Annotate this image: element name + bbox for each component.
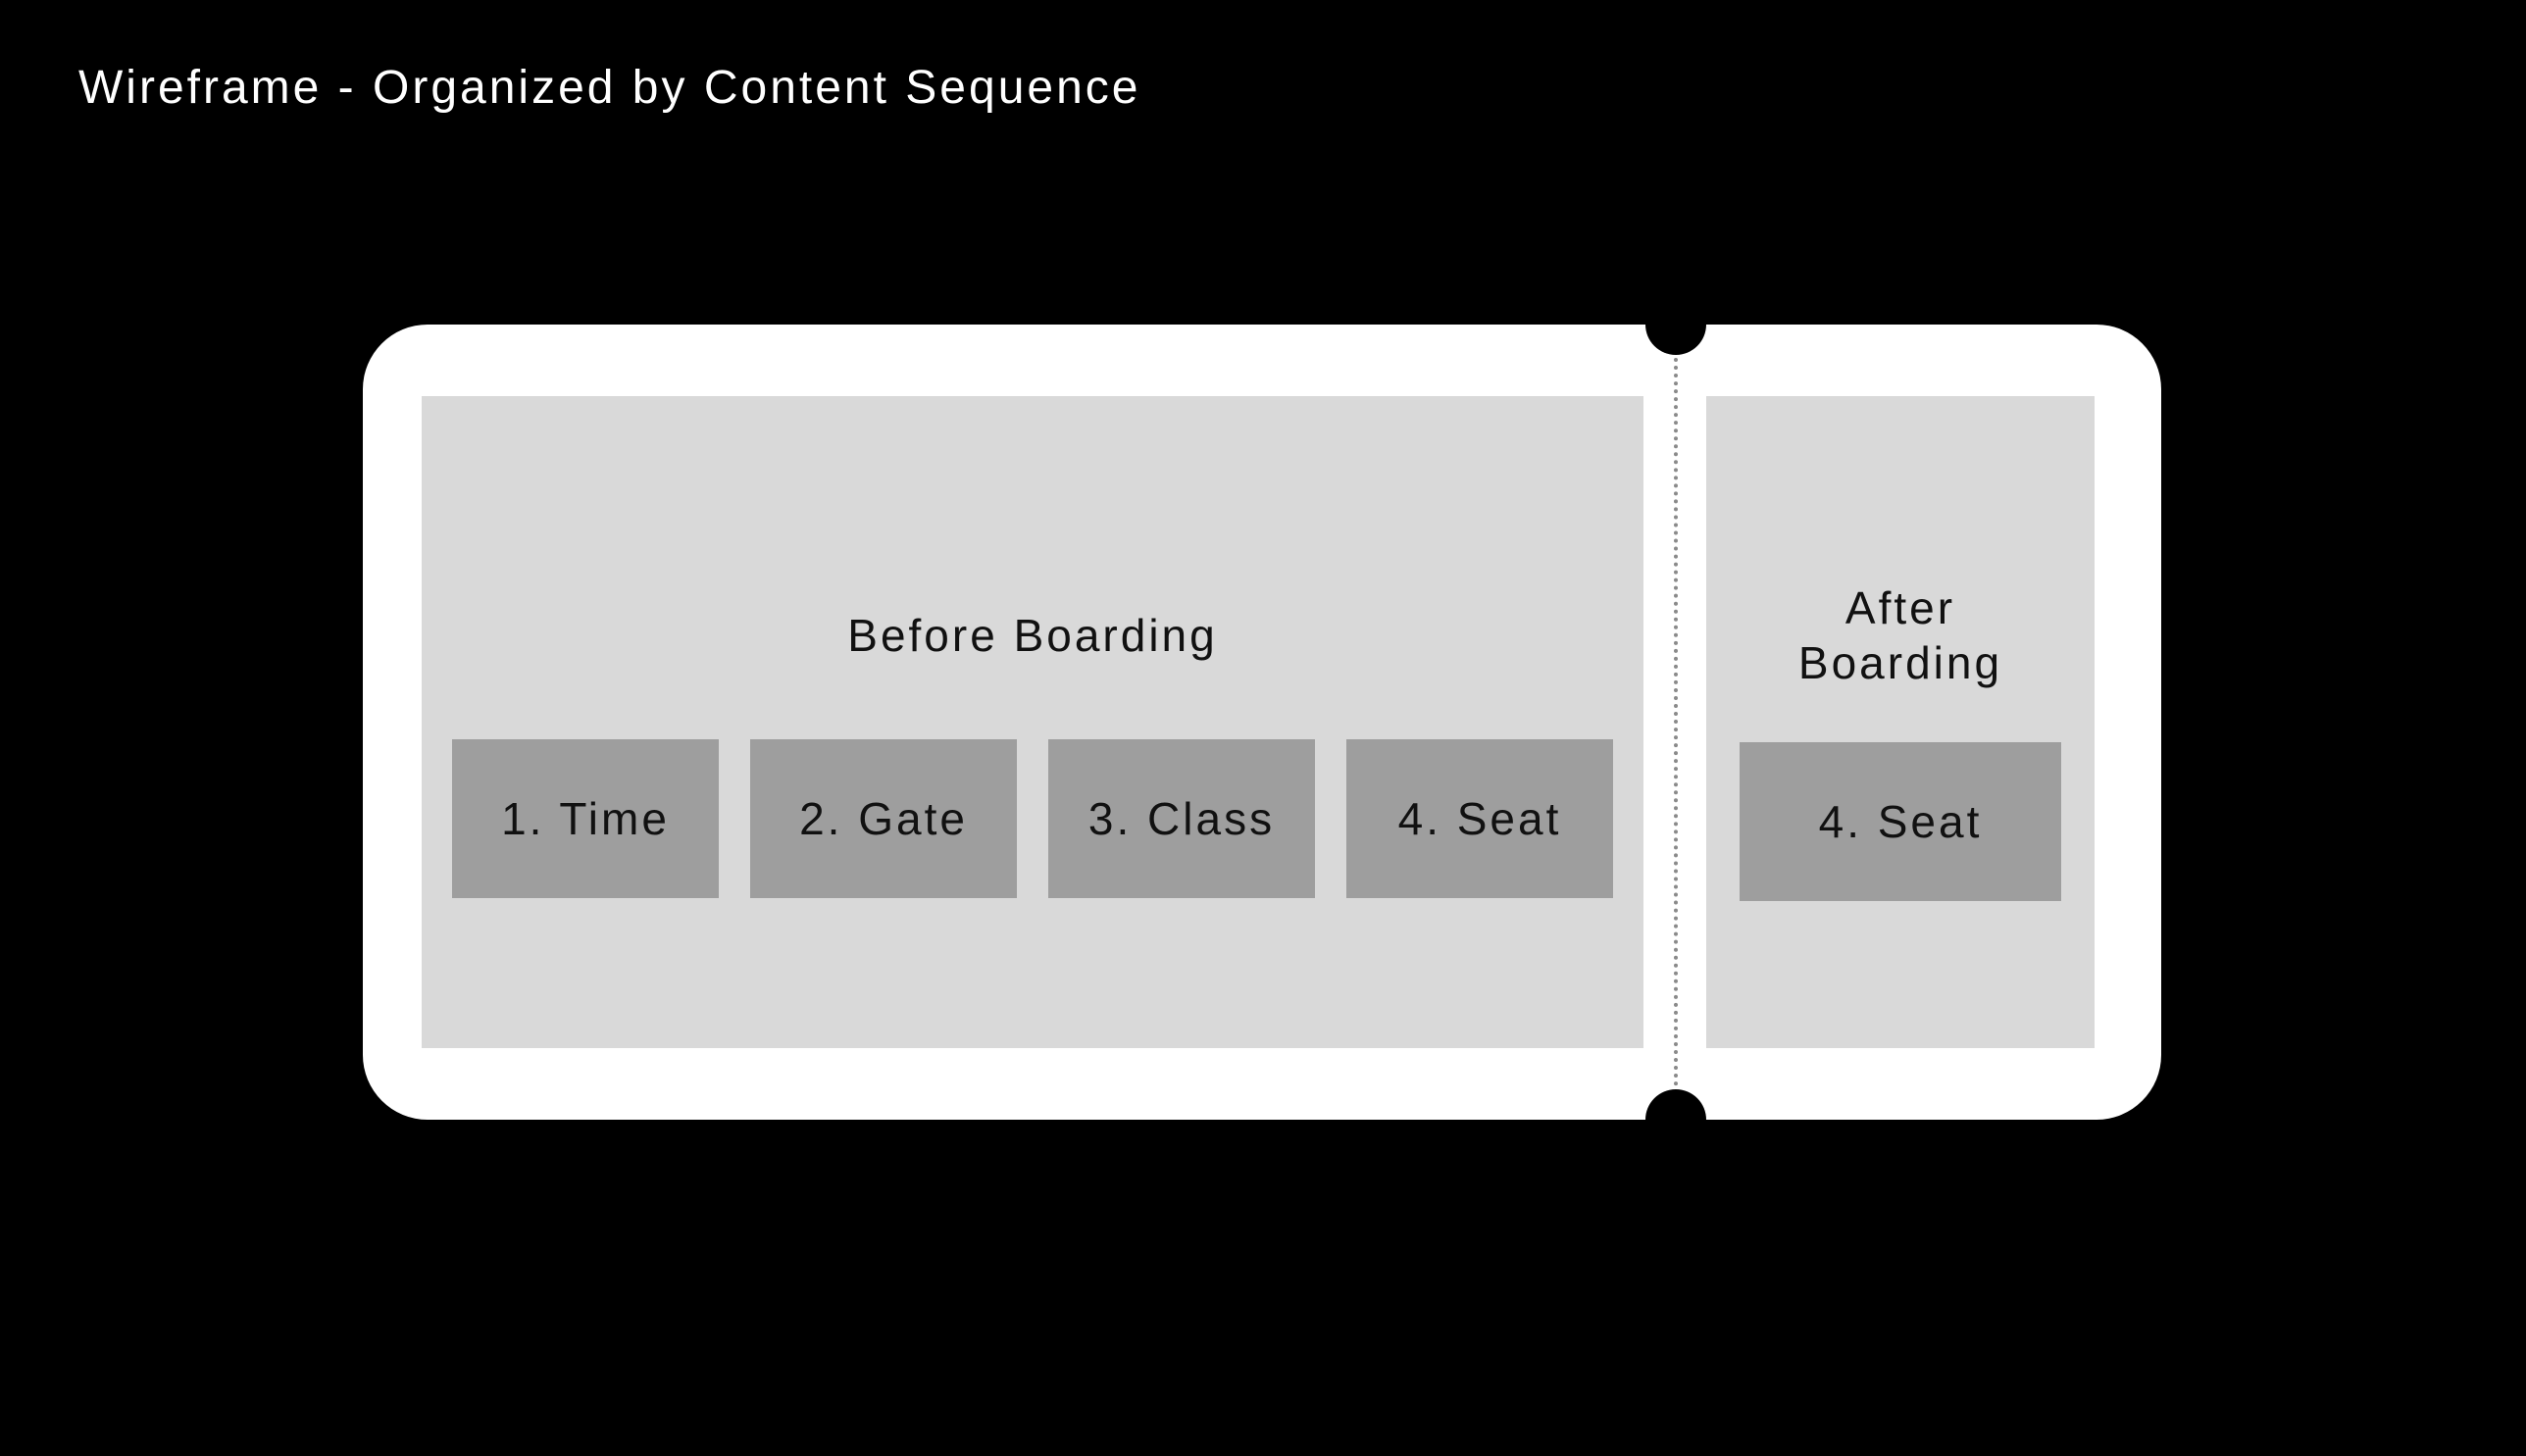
after-boarding-title-line-2: Boarding bbox=[1797, 637, 2003, 688]
content-block-gate: 2. Gate bbox=[750, 739, 1017, 898]
content-block-class: 3. Class bbox=[1048, 739, 1315, 898]
perforation-line bbox=[1674, 358, 1678, 1086]
content-block-seat-stub: 4. Seat bbox=[1740, 742, 2061, 901]
ticket-notch-bottom bbox=[1645, 1089, 1706, 1150]
after-boarding-title-line-1: After bbox=[1844, 582, 1956, 633]
content-block-seat: 4. Seat bbox=[1346, 739, 1613, 898]
before-boarding-panel: Before Boarding 1. Time 2. Gate 3. Class… bbox=[422, 396, 1643, 1048]
page-title: Wireframe - Organized by Content Sequenc… bbox=[78, 62, 1141, 114]
boarding-pass-ticket: Before Boarding 1. Time 2. Gate 3. Class… bbox=[363, 294, 2161, 1150]
before-boarding-title: Before Boarding bbox=[847, 610, 1218, 661]
content-block-time: 1. Time bbox=[452, 739, 719, 898]
ticket-notch-top bbox=[1645, 294, 1706, 355]
